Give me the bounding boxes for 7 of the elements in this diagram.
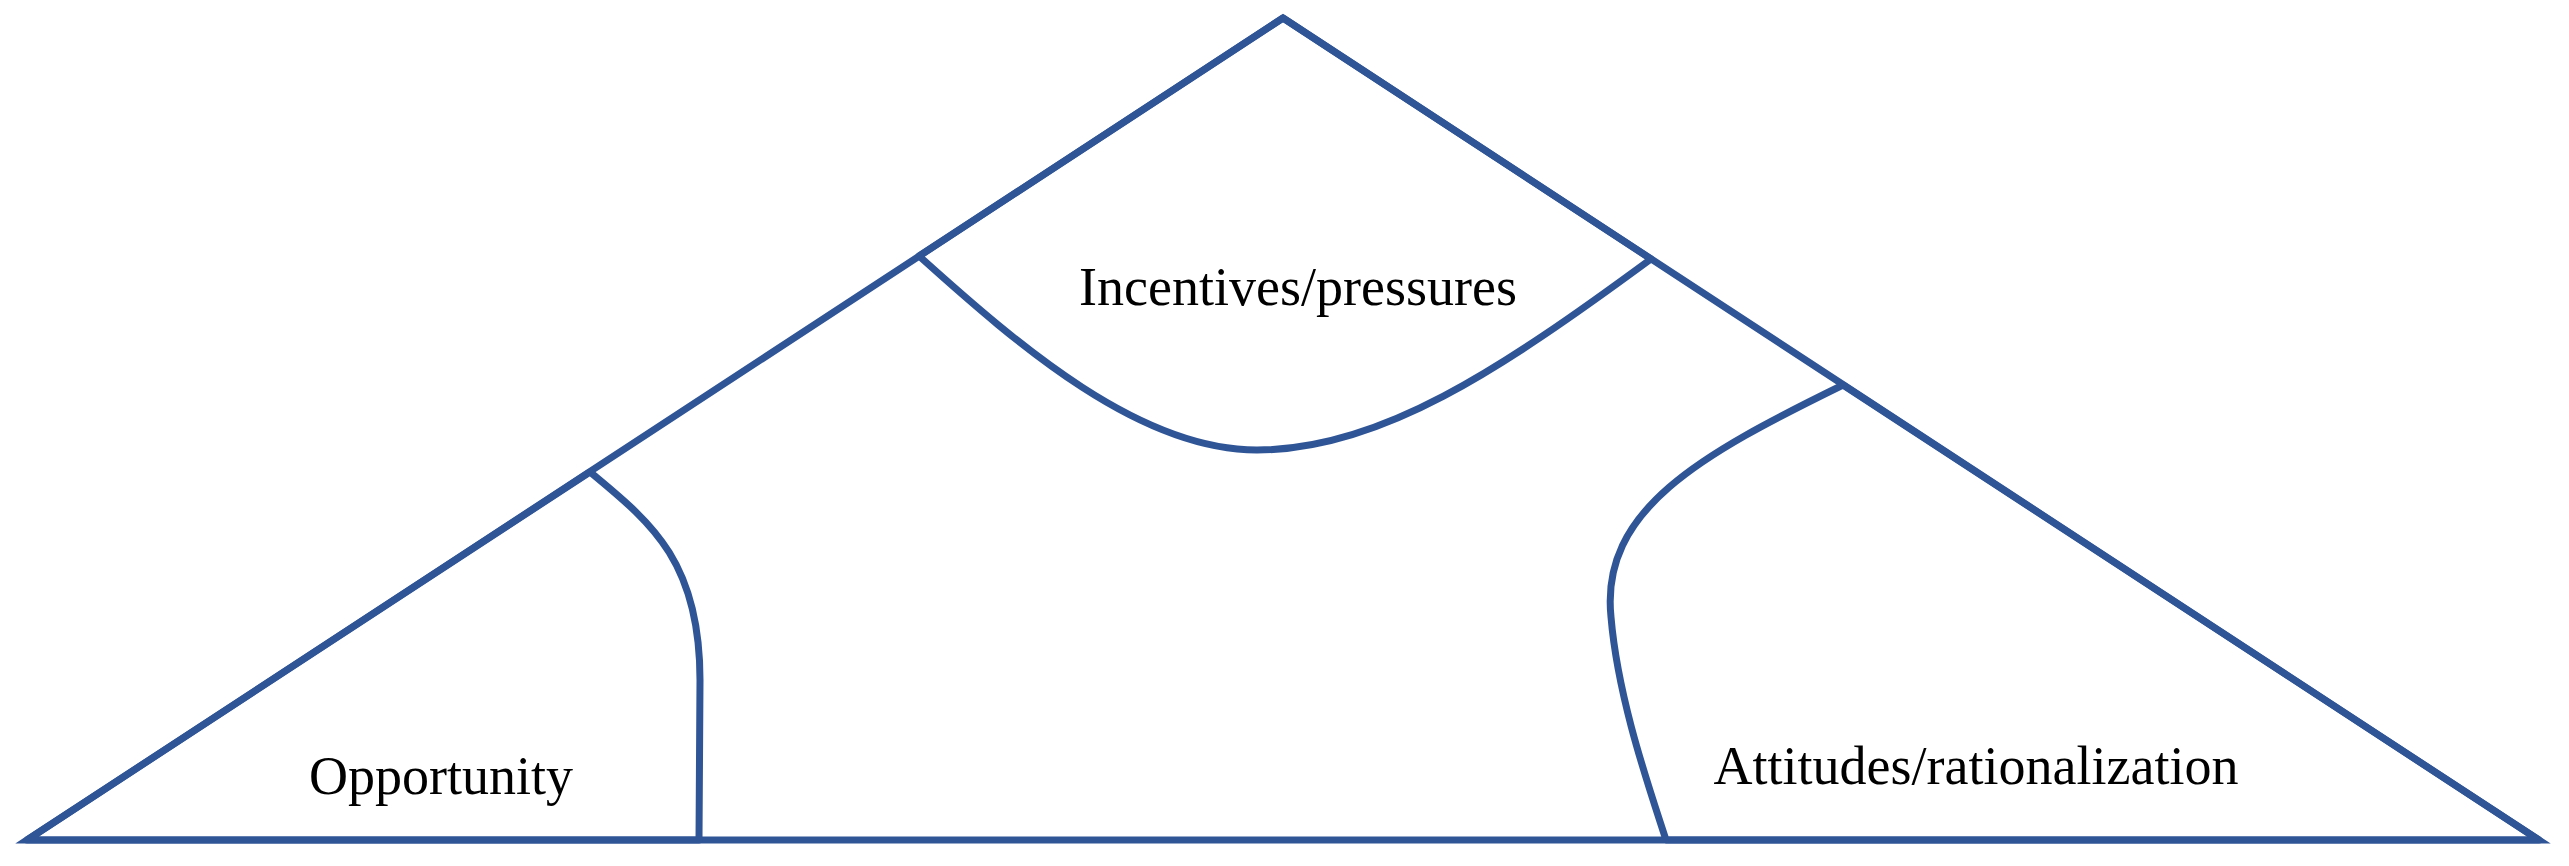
section-label: Opportunity — [309, 747, 573, 807]
right-corner-section — [1604, 380, 2544, 845]
section-label: Attitudes/rationalization — [1713, 737, 2239, 797]
left-corner-section — [22, 467, 706, 845]
section-label: Incentives/pressures — [1079, 258, 1517, 318]
triangle-outline — [12, 12, 2554, 846]
apex-section — [914, 13, 1656, 455]
